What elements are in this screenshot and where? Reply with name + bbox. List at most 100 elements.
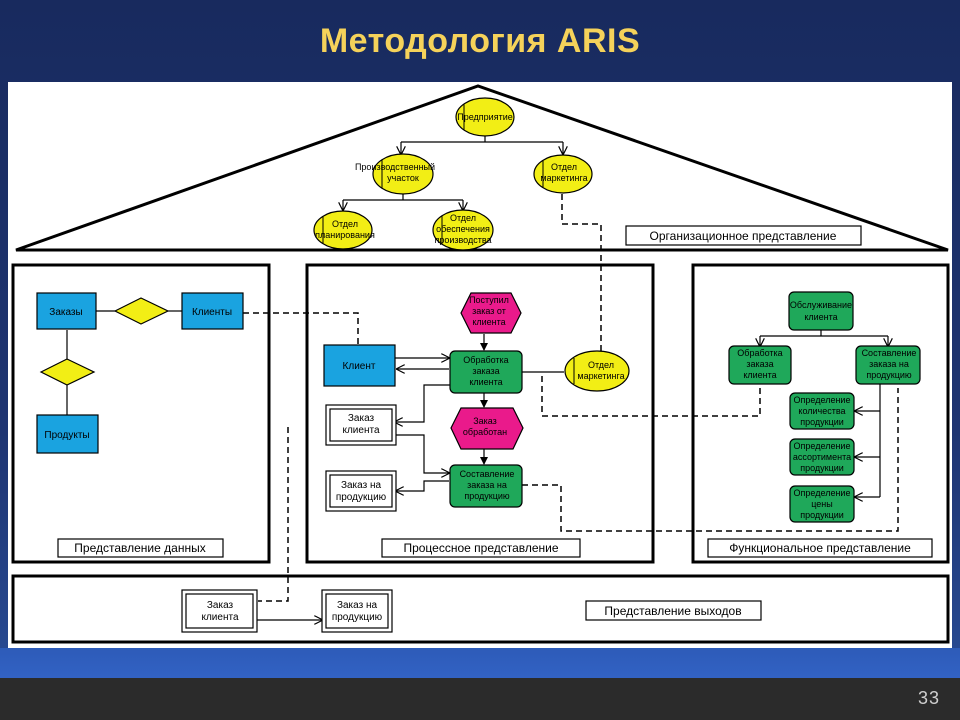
org-planning-label-2: планирования <box>315 230 375 240</box>
org-support-label-2: обеспечения <box>436 224 490 234</box>
function-determine-quantity: Определение количества продукции <box>789 392 855 430</box>
process-doc-product-order: Заказ на продукцию <box>325 470 397 512</box>
process-view-label-box: Процессное представление <box>381 538 581 558</box>
process-order-1: Обработка <box>463 355 508 365</box>
function-qty-1: Определение <box>794 395 851 405</box>
function-qty-2: количества <box>798 406 845 416</box>
slide-footer: 33 <box>0 678 960 720</box>
org-support-label-3: производства <box>434 235 491 245</box>
process-event-order-received: Поступил заказ от клиента <box>460 292 522 334</box>
data-relationship-diamond-2 <box>39 358 96 386</box>
process-client-label: Клиент <box>343 361 376 372</box>
output-product-order-2: продукцию <box>332 612 383 623</box>
data-entity-orders: Заказы <box>36 292 97 330</box>
function-qty-3: продукции <box>800 417 844 427</box>
function-assort-1: Определение <box>794 441 851 451</box>
process-function-order-processing: Обработка заказа клиента <box>449 350 523 394</box>
org-marketing-label-1: Отдел <box>551 162 577 172</box>
function-view-label-box: Функциональное представление <box>707 538 933 558</box>
function-view-frame <box>691 263 950 564</box>
process-doc-client-order: Заказ клиента <box>325 404 397 446</box>
function-compose-2: заказа на <box>869 359 909 369</box>
function-assort-3: продукции <box>800 463 844 473</box>
org-roof <box>15 84 949 252</box>
function-view-label: Функциональное представление <box>729 541 911 555</box>
function-price-1: Определение <box>794 488 851 498</box>
function-service-client: Обслуживание клиента <box>788 291 854 331</box>
process-marketing-1: Отдел <box>588 360 614 370</box>
diagram-panel: Предприятие Производственный участок Отд… <box>8 82 952 648</box>
output-view-label-box: Представление выходов <box>585 600 762 621</box>
function-price-2: цены <box>811 499 833 509</box>
org-unit-production: Производственный участок <box>355 153 435 195</box>
org-marketing-label-2: маркетинга <box>540 173 587 183</box>
process-event-received-1: Поступил <box>469 295 509 305</box>
function-compose-1: Составление <box>862 348 917 358</box>
process-product-order-2: продукцию <box>336 492 387 503</box>
process-compose-2: заказа на <box>467 480 507 490</box>
function-tree-lines <box>760 330 888 497</box>
org-support-label-1: Отдел <box>450 213 476 223</box>
function-determine-assortment: Определение ассортимента продукции <box>789 438 855 476</box>
process-compose-3: продукцию <box>464 491 510 501</box>
function-process-1: Обработка <box>737 348 782 358</box>
org-unit-planning: Отдел планирования <box>313 210 375 250</box>
org-production-label-2: участок <box>387 173 419 183</box>
data-view-label-box: Представление данных <box>57 538 224 558</box>
function-process-order: Обработка заказа клиента <box>728 345 792 385</box>
data-entity-products: Продукты <box>36 414 99 454</box>
org-view-label: Организационное представление <box>650 229 837 243</box>
process-compose-1: Составление <box>460 469 515 479</box>
process-client-order-2: клиента <box>342 425 379 436</box>
process-view-label: Процессное представление <box>403 541 558 555</box>
org-planning-label-1: Отдел <box>332 219 358 229</box>
function-service-2: клиента <box>804 312 837 322</box>
data-entity-clients: Клиенты <box>181 292 244 330</box>
org-production-label-1: Производственный <box>355 162 435 172</box>
process-arrows <box>395 334 564 491</box>
process-product-order-1: Заказ на <box>341 480 382 491</box>
function-compose-3: продукцию <box>866 370 912 380</box>
process-org-marketing: Отдел маркетинга <box>564 350 630 392</box>
process-order-3: клиента <box>469 377 502 387</box>
org-view-label-box: Организационное представление <box>625 225 862 246</box>
process-client-order-1: Заказ <box>348 413 375 424</box>
process-event-received-3: клиента <box>472 317 505 327</box>
process-event-processed-1: Заказ <box>473 416 497 426</box>
bottom-accent-band <box>0 648 960 678</box>
aris-diagram: Предприятие Производственный участок Отд… <box>11 84 950 644</box>
process-function-compose-order: Составление заказа на продукцию <box>449 464 523 508</box>
output-client-order-1: Заказ <box>207 600 234 611</box>
process-marketing-2: маркетинга <box>577 371 624 381</box>
data-relationship-diamond-1 <box>113 297 170 325</box>
function-price-3: продукции <box>800 510 844 520</box>
org-unit-support: Отдел обеспечения производства <box>432 209 494 251</box>
function-compose-order: Составление заказа на продукцию <box>855 345 921 385</box>
org-tree-lines <box>343 136 563 210</box>
org-unit-enterprise: Предприятие <box>455 97 515 137</box>
function-process-3: клиента <box>743 370 776 380</box>
function-service-1: Обслуживание <box>790 300 852 310</box>
function-determine-price: Определение цены продукции <box>789 485 855 523</box>
process-view-frame <box>305 263 655 564</box>
process-event-received-2: заказ от <box>472 306 506 316</box>
page-number: 33 <box>917 688 940 708</box>
data-view-links <box>66 310 182 415</box>
process-order-2: заказа <box>472 366 499 376</box>
data-clients-label: Клиенты <box>192 307 232 318</box>
function-assort-2: ассортимента <box>793 452 851 462</box>
slide-title: Методология ARIS <box>319 22 641 60</box>
process-event-processed-2: обработан <box>463 427 507 437</box>
output-view-label: Представление выходов <box>604 604 741 618</box>
output-doc-product-order: Заказ на продукцию <box>321 589 393 633</box>
output-doc-client-order: Заказ клиента <box>181 589 258 633</box>
org-unit-marketing: Отдел маркетинга <box>533 154 593 194</box>
function-process-2: заказа <box>746 359 773 369</box>
data-orders-label: Заказы <box>49 307 82 318</box>
data-view-label: Представление данных <box>74 541 205 555</box>
output-client-order-2: клиента <box>201 612 238 623</box>
data-products-label: Продукты <box>44 430 89 441</box>
dashed-connectors <box>243 194 899 602</box>
output-view-frame <box>11 574 950 644</box>
process-data-client: Клиент <box>323 344 396 387</box>
